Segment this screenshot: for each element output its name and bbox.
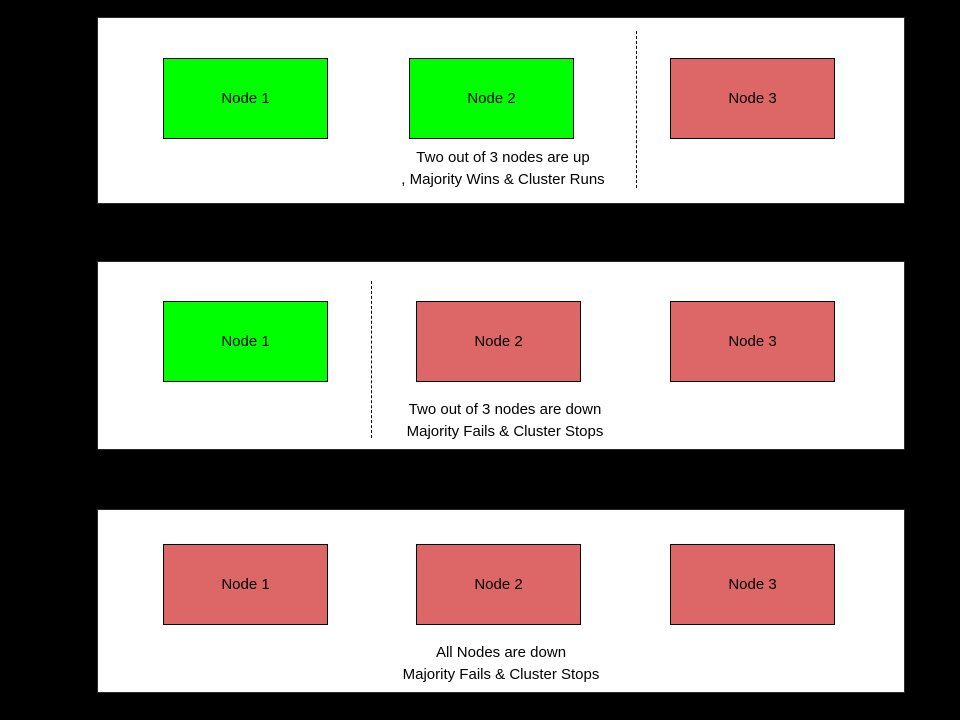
panel-caption: All Nodes are down Majority Fails & Clus… xyxy=(403,642,600,686)
panel-caption: Two out of 3 nodes are down Majority Fai… xyxy=(407,399,604,443)
node-2-box: Node 2 xyxy=(409,58,574,139)
node-3-box: Node 3 xyxy=(670,301,835,382)
node-1-label: Node 1 xyxy=(221,90,270,107)
partition-divider-line xyxy=(371,281,372,438)
node-3-label: Node 3 xyxy=(728,333,777,350)
caption-line-1: All Nodes are down xyxy=(435,644,567,661)
node-1-label: Node 1 xyxy=(221,576,270,593)
caption-line-1: Two out of 3 nodes are up xyxy=(416,149,590,166)
node-3-label: Node 3 xyxy=(728,90,777,107)
node-2-box: Node 2 xyxy=(416,301,581,382)
caption-line-2: Majority Fails & Cluster Stops xyxy=(402,666,600,683)
panel-two-nodes-down: Node 1 Node 2 Node 3 Two out of 3 nodes … xyxy=(97,261,905,450)
panel-all-nodes-down: Node 1 Node 2 Node 3 All Nodes are down … xyxy=(97,509,905,693)
node-1-box: Node 1 xyxy=(163,301,328,382)
caption-line-2: , Majority Wins & Cluster Runs xyxy=(401,171,605,188)
node-2-label: Node 2 xyxy=(474,333,523,350)
node-3-label: Node 3 xyxy=(728,576,777,593)
node-3-box: Node 3 xyxy=(670,58,835,139)
caption-line-2: Majority Fails & Cluster Stops xyxy=(406,423,604,440)
node-1-box: Node 1 xyxy=(163,544,328,625)
panel-two-nodes-up: Node 1 Node 2 Node 3 Two out of 3 nodes … xyxy=(97,17,905,204)
node-2-label: Node 2 xyxy=(474,576,523,593)
node-1-box: Node 1 xyxy=(163,58,328,139)
node-1-label: Node 1 xyxy=(221,333,270,350)
caption-line-1: Two out of 3 nodes are down xyxy=(408,401,602,418)
node-2-label: Node 2 xyxy=(467,90,516,107)
panel-caption: Two out of 3 nodes are up , Majority Win… xyxy=(401,147,604,191)
node-3-box: Node 3 xyxy=(670,544,835,625)
partition-divider-line xyxy=(636,31,637,188)
node-2-box: Node 2 xyxy=(416,544,581,625)
